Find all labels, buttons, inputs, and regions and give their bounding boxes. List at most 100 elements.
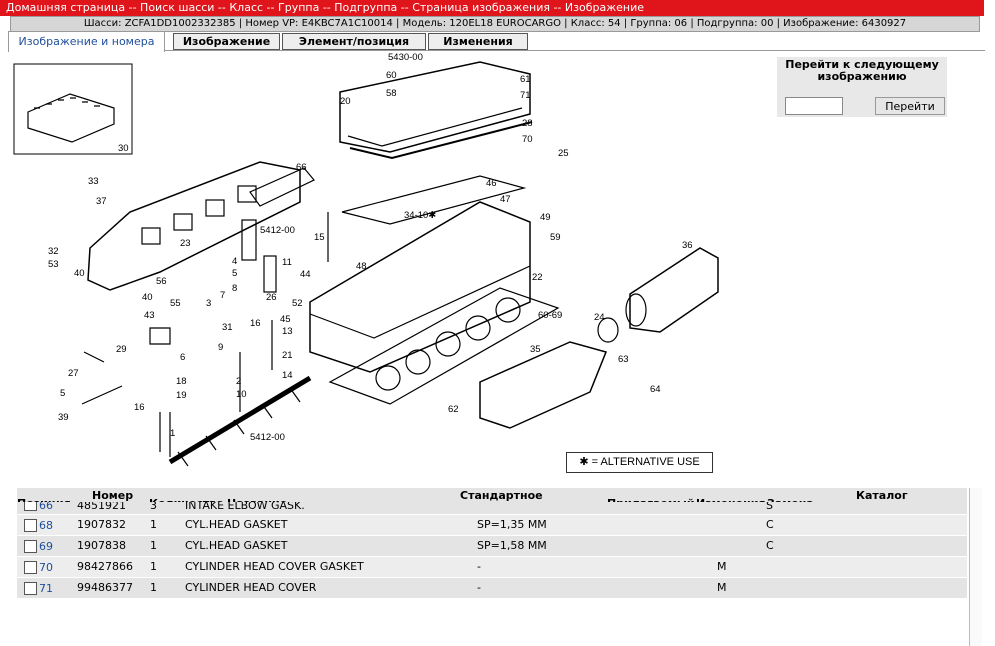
col-catalog: Каталог <box>856 489 908 502</box>
svg-text:29: 29 <box>116 344 127 355</box>
svg-text:14: 14 <box>282 370 293 381</box>
breadcrumb-subgroup[interactable]: Подгруппа <box>334 1 398 14</box>
svg-text:45: 45 <box>280 314 291 325</box>
svg-text:48: 48 <box>356 261 367 272</box>
col-number: Номер <box>92 489 134 502</box>
goto-next-image-panel: Перейти к следующему изображению Перейти <box>777 57 947 117</box>
svg-text:55: 55 <box>170 298 181 309</box>
svg-text:5: 5 <box>60 388 65 399</box>
svg-text:9: 9 <box>218 342 223 353</box>
svg-text:21: 21 <box>282 350 293 361</box>
svg-text:63: 63 <box>618 354 629 365</box>
position-link[interactable]: 70 <box>39 561 53 574</box>
breadcrumb-class[interactable]: Класс <box>229 1 264 14</box>
svg-text:3: 3 <box>206 298 211 309</box>
svg-text:47: 47 <box>500 194 511 205</box>
svg-text:19: 19 <box>176 390 187 401</box>
svg-text:62: 62 <box>448 404 459 415</box>
svg-text:49: 49 <box>540 212 551 223</box>
table-row[interactable]: 69 1907838 1 CYL.HEAD GASKET SP=1,58 MM … <box>17 536 967 556</box>
svg-text:2: 2 <box>236 376 241 387</box>
svg-text:13: 13 <box>282 326 293 337</box>
breadcrumb: Домашняя страница -- Поиск шасси -- Клас… <box>0 0 984 16</box>
svg-text:23: 23 <box>180 238 191 249</box>
alternative-use-legend: ✱ = ALTERNATIVE USE <box>566 452 713 473</box>
tab-image-and-numbers[interactable]: Изображение и номера <box>8 31 165 52</box>
svg-text:24: 24 <box>594 312 605 323</box>
svg-text:59: 59 <box>550 232 561 243</box>
svg-text:6: 6 <box>180 352 185 363</box>
breadcrumb-chassis-search[interactable]: Поиск шасси <box>140 1 215 14</box>
svg-text:20: 20 <box>340 96 351 107</box>
svg-text:39: 39 <box>58 412 69 423</box>
breadcrumb-group[interactable]: Группа <box>278 1 320 14</box>
svg-text:11: 11 <box>282 257 292 268</box>
svg-text:40: 40 <box>142 292 153 303</box>
svg-text:37: 37 <box>96 196 107 207</box>
svg-text:40: 40 <box>74 268 85 279</box>
svg-text:31: 31 <box>222 322 233 333</box>
breadcrumb-home[interactable]: Домашняя страница <box>6 1 126 14</box>
row-checkbox[interactable] <box>24 502 37 511</box>
chassis-info-bar: Шасси: ZCFA1DD1002332385 | Номер VP: E4K… <box>10 16 980 32</box>
table-scrollbar[interactable] <box>969 488 982 646</box>
svg-text:52: 52 <box>292 298 303 309</box>
svg-text:5430-00: 5430-00 <box>388 52 423 63</box>
svg-text:64: 64 <box>650 384 661 395</box>
svg-text:5412-00: 5412-00 <box>260 225 295 236</box>
goto-button[interactable]: Перейти <box>875 97 945 115</box>
svg-text:30: 30 <box>118 143 129 154</box>
table-row[interactable]: 66 4851921 3 INTAKE ELBOW GASK. S <box>17 502 967 514</box>
breadcrumb-image[interactable]: Изображение <box>564 1 645 14</box>
tab-divider <box>165 50 985 51</box>
svg-text:61: 61 <box>520 74 531 85</box>
svg-text:53: 53 <box>48 259 59 270</box>
svg-text:44: 44 <box>300 269 311 280</box>
tab-image[interactable]: Изображение <box>173 33 280 50</box>
svg-text:8: 8 <box>232 283 237 294</box>
svg-text:26: 26 <box>266 292 277 303</box>
position-link[interactable]: 69 <box>39 540 53 553</box>
svg-text:58: 58 <box>386 88 397 99</box>
table-row[interactable]: 68 1907832 1 CYL.HEAD GASKET SP=1,35 MM … <box>17 515 967 535</box>
row-checkbox[interactable] <box>24 540 37 553</box>
table-row[interactable]: 70 98427866 1 CYLINDER HEAD COVER GASKET… <box>17 557 967 577</box>
image-number-input[interactable] <box>785 97 843 115</box>
svg-text:36: 36 <box>682 240 693 251</box>
svg-text:5412-00: 5412-00 <box>250 432 285 443</box>
svg-text:5: 5 <box>232 268 237 279</box>
svg-text:34-10✱: 34-10✱ <box>404 210 436 221</box>
tab-element-position[interactable]: Элемент/позиция <box>282 33 426 50</box>
row-checkbox[interactable] <box>24 519 37 532</box>
svg-text:32: 32 <box>48 246 59 257</box>
svg-text:60: 60 <box>386 70 397 81</box>
svg-text:1: 1 <box>170 428 175 439</box>
svg-text:16: 16 <box>250 318 261 329</box>
svg-text:7: 7 <box>220 290 225 301</box>
position-link[interactable]: 71 <box>39 582 53 595</box>
svg-text:71: 71 <box>520 90 531 101</box>
tab-bar: Изображение и номера Изображение Элемент… <box>8 31 988 52</box>
svg-text:70: 70 <box>522 134 533 145</box>
svg-text:10: 10 <box>236 389 247 400</box>
svg-text:46: 46 <box>486 178 497 189</box>
svg-text:25: 25 <box>558 148 569 159</box>
svg-text:43: 43 <box>144 310 155 321</box>
position-link[interactable]: 68 <box>39 519 53 532</box>
goto-label: Перейти к следующему изображению <box>785 58 939 83</box>
position-link[interactable]: 66 <box>39 502 53 512</box>
row-checkbox[interactable] <box>24 582 37 595</box>
svg-text:18: 18 <box>176 376 187 387</box>
svg-text:33: 33 <box>88 176 99 187</box>
svg-text:60-69: 60-69 <box>538 310 562 321</box>
breadcrumb-image-page[interactable]: Страница изображения <box>412 1 550 14</box>
row-checkbox[interactable] <box>24 561 37 574</box>
svg-text:35: 35 <box>530 344 541 355</box>
tab-changes[interactable]: Изменения <box>428 33 528 50</box>
svg-text:56: 56 <box>156 276 167 287</box>
col-standard: Стандартное <box>460 489 543 502</box>
svg-text:22: 22 <box>532 272 543 283</box>
table-row[interactable]: 71 99486377 1 CYLINDER HEAD COVER - M <box>17 578 967 598</box>
svg-text:28: 28 <box>522 118 533 129</box>
